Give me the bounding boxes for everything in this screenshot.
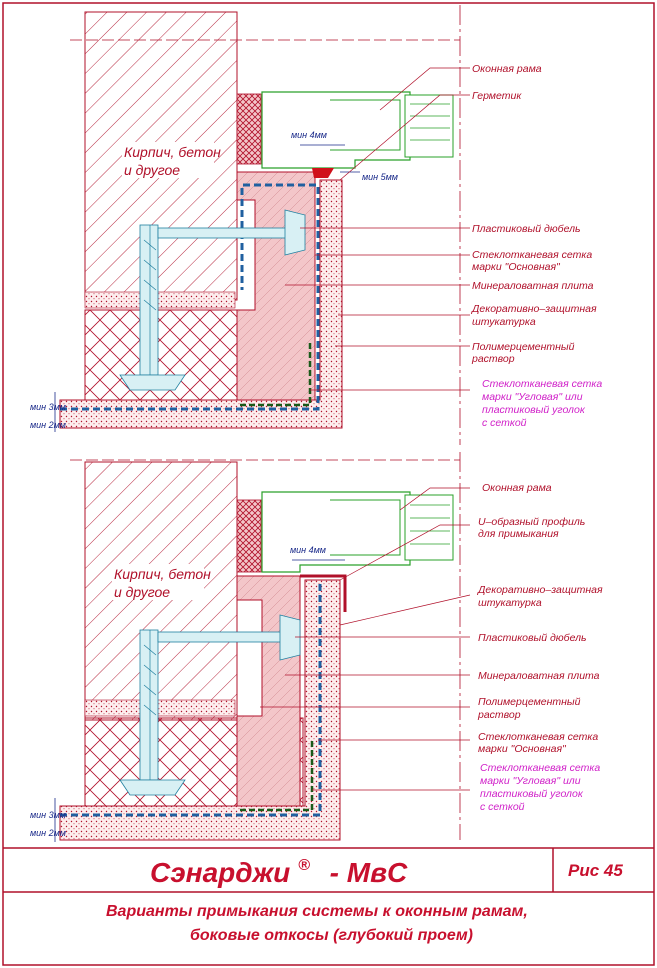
bottom-wall-label-2: и другое [114, 584, 170, 600]
bottom-wall-label-1: Кирпич, бетон [114, 566, 211, 582]
top-label-mortar-1: Полимерцементный [472, 341, 575, 353]
top-wall-label-1: Кирпич, бетон [124, 144, 221, 160]
top-plastic-dowel [119, 209, 306, 391]
bottom-dowel-head [279, 614, 301, 661]
top-label-corner-3: пластиковый уголок [482, 404, 586, 416]
figure-number: Рис 45 [568, 861, 623, 880]
top-leaders [285, 67, 470, 391]
top-label-mesh-2: марки "Основная" [472, 261, 561, 273]
bottom-label-mesh-2: марки "Основная" [478, 743, 567, 755]
bottom-label-corner-3: пластиковый уголок [480, 788, 584, 800]
bottom-label-dowel: Пластиковый дюбель [478, 632, 587, 644]
bottom-leaders [260, 487, 471, 791]
top-label-insulation: Минераловатная плита [472, 280, 594, 292]
bottom-label-uprofile-2: для примыкания [478, 528, 559, 540]
bottom-wall-label-bg [112, 564, 204, 600]
top-label-corner-1: Стеклотканевая сетка [482, 378, 602, 390]
bottom-corner-mesh [240, 740, 314, 812]
bottom-label-mortar-1: Полимерцементный [478, 696, 581, 708]
top-frame-glass [410, 103, 450, 141]
top-label-corner-4: с сеткой [482, 417, 527, 429]
bottom-frame-glass [410, 504, 450, 545]
brand-name: Сэнарджи [150, 857, 290, 888]
top-label-sealant: Герметик [472, 90, 522, 102]
bottom-label-mesh-1: Стеклотканевая сетка [478, 731, 598, 743]
bottom-label-corner-1: Стеклотканевая сетка [480, 762, 600, 774]
top-dim-4mm: мин 4мм [291, 130, 327, 140]
bottom-plastic-dowel [119, 614, 301, 796]
subtitle-line-1: Варианты примыкания системы к оконным ра… [106, 903, 528, 920]
top-sealing-block [236, 93, 262, 165]
top-plaster-layer [59, 179, 343, 429]
top-detail: Кирпич, бетон и другое [30, 5, 602, 445]
top-mortar-strip [84, 291, 236, 309]
top-corner-mesh [240, 340, 312, 407]
bottom-frame-sash [404, 494, 454, 561]
top-dowel-head [284, 209, 306, 256]
top-frame-profile [330, 99, 401, 151]
bottom-label-window-frame: Оконная рама [482, 482, 552, 494]
top-label-corner-2: марки "Угловая" или [482, 391, 583, 403]
bottom-u-profile [300, 574, 347, 612]
top-frame-sash [404, 94, 454, 158]
title-block: Сэнарджи ® - МвС Рис 45 Варианты примыка… [3, 845, 654, 944]
bottom-label-corner-4: с сеткой [480, 801, 525, 813]
top-dim-2mm: мин 2мм [30, 420, 66, 430]
bottom-sealing-block [236, 499, 262, 573]
top-label-plaster-2: штукатурка [472, 316, 536, 328]
top-wall-label-bg [122, 142, 214, 178]
brand-model: - МвС [330, 857, 408, 888]
top-dim-3mm: мин 3мм [30, 402, 66, 412]
bottom-detail: Кирпич, бетон и другое мин 4мм мин 3мм м… [30, 452, 603, 842]
top-label-dowel: Пластиковый дюбель [472, 223, 581, 235]
subtitle-line-2: боковые откосы (глубокий проем) [190, 927, 473, 944]
top-insulation-slab [236, 171, 316, 403]
bottom-label-plaster-2: штукатурка [478, 597, 542, 609]
top-mesh-line [60, 183, 320, 411]
bottom-frame-profile [330, 499, 401, 556]
bottom-label-corner-2: марки "Угловая" или [480, 775, 581, 787]
brand-reg: ® [298, 857, 310, 874]
brand-title: Сэнарджи ® - МвС [150, 845, 408, 888]
top-wall-label-2: и другое [124, 162, 180, 178]
top-label-plaster-1: Декоративно–защитная [471, 303, 597, 315]
bottom-insulation-slab [236, 575, 301, 807]
top-sealant [312, 168, 334, 178]
top-label-window-frame: Оконная рама [472, 63, 542, 75]
bottom-mortar-strip [84, 699, 236, 717]
top-window-frame [261, 91, 423, 169]
bottom-label-insulation: Минераловатная плита [478, 670, 600, 682]
bottom-label-plaster-1: Декоративно–защитная [477, 584, 603, 596]
bottom-label-mortar-2: раствор [477, 709, 521, 721]
bottom-dim-4mm: мин 4мм [290, 545, 326, 555]
bottom-label-uprofile-1: U–образный профиль [478, 516, 585, 528]
top-label-mesh-1: Стеклотканевая сетка [472, 249, 592, 261]
bottom-mesh-line [60, 582, 322, 817]
top-label-mortar-2: раствор [471, 353, 515, 365]
bottom-dim-2mm: мин 2мм [30, 828, 66, 838]
top-dim-5mm: мин 5мм [362, 172, 398, 182]
bottom-dim-3mm: мин 3мм [30, 810, 66, 820]
